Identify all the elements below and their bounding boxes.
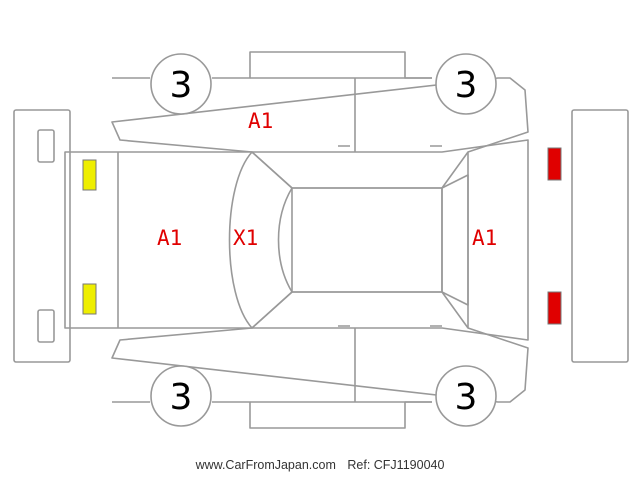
wheel-label-front-right: 3 (170, 377, 193, 418)
wheel-front-right (150, 365, 212, 427)
damage-code-windshield: X1 (233, 226, 258, 250)
footer-caption: www.CarFromJapan.com Ref: CFJ1190040 (0, 458, 640, 472)
front-bumper-tab-bottom (37, 309, 55, 343)
footer-ref: Ref: CFJ1190040 (347, 458, 445, 472)
rear-bumper (571, 109, 629, 363)
rear-lamp-bottom (547, 291, 562, 325)
wheel-label-front-left: 3 (170, 65, 193, 106)
body-top-view (64, 139, 529, 341)
roof-outline (291, 187, 443, 293)
damage-code-hood: A1 (157, 226, 182, 250)
wheel-rear-left (435, 53, 497, 115)
damage-code-rear-hatch: A1 (472, 226, 497, 250)
windshield-outline (228, 151, 293, 329)
front-lamp-bottom (82, 283, 97, 315)
rear-glass-outline (441, 174, 469, 306)
footer-site: www.CarFromJapan.com (195, 458, 336, 472)
rear-lamp-top (547, 147, 562, 181)
wheel-label-rear-left: 3 (455, 65, 478, 106)
wheel-rear-right (435, 365, 497, 427)
front-bumper-tab-top (37, 129, 55, 163)
wheel-label-rear-right: 3 (455, 377, 478, 418)
front-bumper (13, 109, 71, 363)
front-lamp-top (82, 159, 97, 191)
damage-code-roof-top: A1 (248, 109, 273, 133)
wheel-front-left (150, 53, 212, 115)
